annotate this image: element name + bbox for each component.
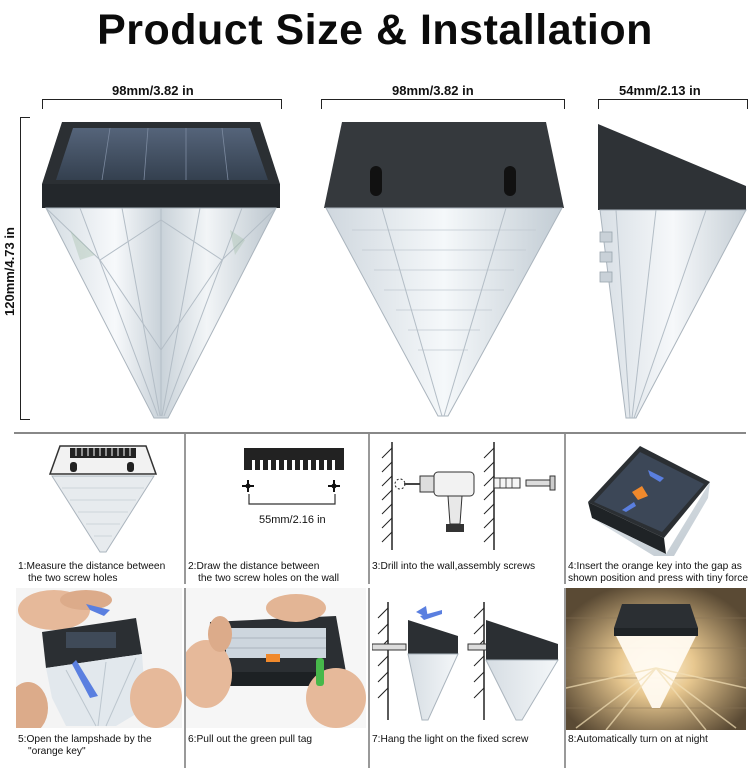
step4-line1: Insert the orange key into the gap as (576, 561, 742, 572)
step3-illustration (381, 442, 556, 550)
side-depth-label: 54mm/2.13 in (619, 83, 701, 98)
row1-divider-1 (184, 434, 186, 584)
step7-number: 7: (372, 734, 381, 745)
front-width-line (42, 99, 282, 109)
step7-illustration (372, 602, 559, 721)
solar-panel-icon (56, 128, 268, 180)
step1-illustration (48, 445, 158, 553)
green-pull-tag (316, 658, 324, 686)
side-depth-line (598, 99, 748, 109)
step5-line1: Open the lampshade by the (26, 734, 152, 745)
step6-caption: 6:Pull out the green pull tag (188, 734, 312, 746)
row1-divider-2 (368, 434, 370, 584)
step1-line2: the two screw holes (28, 572, 118, 584)
steps-top-divider (14, 432, 746, 434)
step2-caption: 2:Draw the distance between the two scre… (188, 561, 339, 584)
step5-photo (16, 588, 182, 728)
step7-line1: Hang the light on the fixed screw (380, 734, 529, 745)
arrow-icon (648, 470, 664, 482)
step8-photo (566, 588, 746, 730)
step1-number: 1: (18, 561, 27, 572)
orange-key (632, 486, 648, 500)
step3-number: 3: (372, 561, 381, 572)
step6-line1: Pull out the green pull tag (196, 734, 313, 745)
step8-number: 8: (568, 734, 577, 745)
step2-measure-line (248, 494, 336, 505)
step1-line1: Measure the distance between (26, 561, 166, 572)
front-width-label: 98mm/3.82 in (112, 83, 194, 98)
step6-number: 6: (188, 734, 197, 745)
step3-caption: 3:Drill into the wall,assembly screws (372, 561, 535, 573)
step8-caption: 8:Automatically turn on at night (568, 734, 708, 746)
step1-caption: 1:Measure the distance between the two s… (18, 561, 165, 584)
row2-divider-1 (184, 588, 186, 768)
height-label: 120mm/4.73 in (2, 227, 17, 316)
step5-caption: 5:Open the lampshade by the "orange key" (18, 734, 152, 757)
product-side-view (598, 124, 747, 419)
row2-divider-2 (368, 588, 370, 768)
step4-line2: shown position and press with tiny force (568, 572, 749, 584)
row2-divider-3 (564, 588, 566, 768)
step4-illustration (588, 446, 710, 556)
product-back-view (324, 122, 564, 417)
back-width-line (321, 99, 565, 109)
step5-number: 5: (18, 734, 27, 745)
step3-line1: Drill into the wall,assembly screws (380, 561, 536, 572)
step4-number: 4: (568, 561, 577, 572)
screw-icon (525, 475, 556, 491)
step7-caption: 7:Hang the light on the fixed screw (372, 734, 528, 746)
step8-line1: Automatically turn on at night (576, 734, 708, 745)
step2-number: 2: (188, 561, 197, 572)
page-title: Product Size & Installation (97, 6, 653, 54)
step2-illustration (242, 448, 344, 492)
step6-photo (186, 588, 366, 728)
step2-line2: the two screw holes on the wall (198, 572, 339, 584)
drill-icon (404, 471, 475, 532)
product-front-view (42, 122, 280, 419)
wall-anchor-icon (493, 477, 521, 489)
step4-caption: 4:Insert the orange key into the gap as … (568, 561, 748, 584)
height-line (20, 117, 30, 420)
step2-measure-label: 55mm/2.16 in (259, 514, 326, 526)
back-width-label: 98mm/3.82 in (392, 83, 474, 98)
step5-line2: "orange key" (28, 745, 86, 757)
step2-line1: Draw the distance between (196, 561, 320, 572)
row1-divider-3 (564, 434, 566, 584)
